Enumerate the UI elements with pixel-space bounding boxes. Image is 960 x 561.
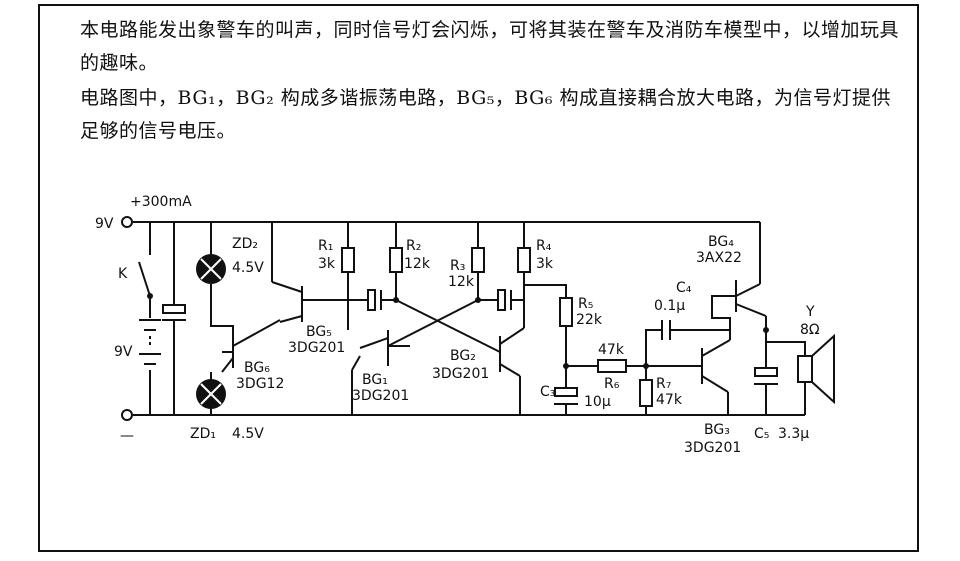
speaker-icon bbox=[766, 333, 835, 415]
c5-value: 3.3μ bbox=[778, 426, 809, 442]
r7-value: 47k bbox=[656, 392, 683, 408]
transistor-bg4-icon bbox=[711, 222, 769, 333]
capacitor-c4-icon bbox=[645, 320, 730, 366]
capacitor-c3-icon bbox=[554, 366, 578, 415]
switch-k bbox=[138, 222, 153, 318]
current-label: +300mA bbox=[130, 194, 192, 210]
bg4-label: BG₄ bbox=[708, 234, 734, 250]
cross-link-2 bbox=[387, 299, 479, 347]
bg6-label: BG₆ bbox=[244, 360, 270, 376]
bg2-label: BG₂ bbox=[450, 348, 476, 364]
resistor-r6-icon bbox=[566, 359, 649, 373]
r4-label: R₄ bbox=[536, 238, 552, 254]
bg3-label: BG₃ bbox=[704, 422, 730, 438]
zd2-label: ZD₂ bbox=[232, 236, 258, 252]
r6-value: 47k bbox=[598, 342, 625, 358]
r3-label: R₃ bbox=[450, 258, 465, 274]
c5-label: C₅ bbox=[754, 426, 769, 442]
bg1-type: 3DG201 bbox=[352, 388, 409, 404]
r5-label: R₅ bbox=[578, 296, 593, 312]
resistor-r2-icon bbox=[389, 222, 403, 303]
r4-value: 3k bbox=[536, 256, 554, 272]
resistor-r4-icon bbox=[517, 222, 531, 300]
lamp-zd2-icon bbox=[196, 254, 226, 284]
transistor-bg6-icon bbox=[221, 319, 281, 373]
r1-label: R₁ bbox=[318, 238, 333, 254]
resistor-r3-icon bbox=[471, 222, 485, 303]
bg6-type: 3DG12 bbox=[236, 376, 284, 392]
c3-value: 10μ bbox=[584, 394, 611, 410]
zd1-label: ZD₁ bbox=[190, 426, 216, 442]
resistor-r5-icon bbox=[524, 284, 573, 369]
switch-label: K bbox=[118, 266, 128, 282]
r6-label: R₆ bbox=[604, 376, 620, 392]
battery-voltage-label: 9V bbox=[114, 344, 133, 360]
filter-capacitor-icon bbox=[162, 222, 186, 415]
diagram-frame bbox=[38, 4, 919, 552]
r1-value: 3k bbox=[318, 256, 336, 272]
coupling-capacitor-left-icon bbox=[360, 289, 396, 311]
transistor-bg3-icon bbox=[646, 330, 731, 415]
c4-value: 0.1μ bbox=[654, 298, 685, 314]
transistor-bg1-icon bbox=[347, 300, 410, 415]
lamp-zd1-icon bbox=[196, 379, 226, 409]
resistor-r1-icon bbox=[341, 222, 355, 300]
battery-icon bbox=[139, 319, 161, 415]
r2-value: 12k bbox=[404, 256, 431, 272]
description-paragraph-2: 电路图中，BG₁，BG₂ 构成多谐振荡电路，BG₅，BG₆ 构成直接耦合放大电路… bbox=[80, 87, 892, 142]
zd1-value: 4.5V bbox=[232, 426, 264, 442]
cross-link-1 bbox=[395, 299, 501, 353]
speaker-label: Y bbox=[805, 304, 815, 320]
resistor-r7-icon bbox=[639, 366, 653, 415]
description-paragraph-1: 本电路能发出象警车的叫声，同时信号灯会闪烁，可将其装在警车及消防车模型中，以增加… bbox=[80, 19, 900, 74]
bg5-label: BG₅ bbox=[306, 324, 332, 340]
r2-label: R₂ bbox=[406, 238, 421, 254]
capacitor-c5-icon bbox=[754, 330, 778, 415]
transistor-bg5-icon bbox=[271, 222, 360, 323]
c4-label: C₄ bbox=[676, 280, 692, 296]
r5-value: 22k bbox=[576, 312, 603, 328]
coupling-capacitor-right-icon bbox=[478, 289, 524, 311]
c3-label: C₃ bbox=[540, 384, 555, 400]
bg5-type: 3DG201 bbox=[288, 340, 345, 356]
ground-terminal-icon bbox=[121, 409, 133, 421]
bg3-type: 3DG201 bbox=[684, 440, 741, 456]
r7-label: R₇ bbox=[656, 376, 671, 392]
bg2-type: 3DG201 bbox=[432, 366, 489, 382]
supply-voltage-label: 9V bbox=[95, 216, 114, 232]
supply-terminal-icon bbox=[121, 216, 133, 228]
zd2-value: 4.5V bbox=[232, 260, 264, 276]
ground-label: — bbox=[120, 428, 134, 444]
r3-value: 12k bbox=[448, 274, 475, 290]
bg1-label: BG₁ bbox=[362, 372, 388, 388]
bg4-type: 3AX22 bbox=[696, 250, 742, 266]
speaker-value: 8Ω bbox=[800, 322, 820, 338]
transistor-bg2-icon bbox=[499, 300, 525, 415]
